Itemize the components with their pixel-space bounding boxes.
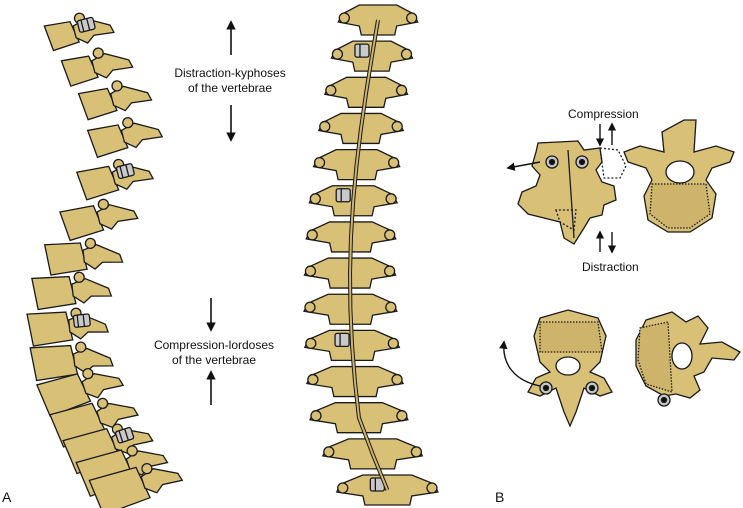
panel-a-label: A (2, 489, 12, 505)
spinal-rod-inner (349, 19, 389, 491)
distraction-label: Distraction (582, 260, 639, 274)
compression-label-line1: Compression-lordoses (153, 338, 275, 352)
lateral-vertebra (59, 198, 139, 242)
implant-clamp (115, 426, 135, 444)
lateral-vertebra (77, 80, 153, 121)
implant-clamp (72, 313, 91, 328)
distraction-kyphoses-label: Distraction-kyphoses of the vertebrae (150, 66, 310, 96)
detail-arrows (506, 122, 617, 254)
distraction-label-line2: of the vertebrae (187, 81, 273, 95)
lateral-vertebra (35, 367, 125, 418)
compression-lordoses-label: Compression-lordoses of the vertebrae (134, 338, 294, 368)
lateral-vertebra (26, 307, 110, 347)
implant-clamp (335, 188, 351, 203)
axial-vertebra-bottom-right (635, 311, 741, 407)
distraction-label-line1: Distraction-kyphoses (174, 66, 286, 80)
lateral-vertebra (86, 117, 164, 159)
panel-b-label: B (495, 489, 505, 505)
implant-clamp (354, 43, 370, 58)
posterior-spine-view (303, 4, 439, 506)
rotation-arrow (499, 340, 541, 387)
implant-clamp (334, 332, 350, 348)
lateral-vertebra (75, 158, 155, 201)
lateral-vertebra (88, 462, 184, 508)
lateral-vertebra (31, 271, 113, 311)
posterior-vertebra-detail (517, 140, 627, 245)
posterior-vertebra (335, 474, 439, 506)
lateral-vertebra (43, 237, 124, 276)
axial-vertebra-bottom-left (527, 309, 613, 428)
lateral-vertebra (43, 12, 115, 52)
compression-label-line2: of the vertebrae (171, 353, 257, 367)
compression-label: Compression (568, 107, 639, 121)
lateral-vertebra (60, 47, 134, 87)
lateral-spine-view (26, 12, 184, 508)
axial-vertebra-top-right (623, 119, 735, 233)
